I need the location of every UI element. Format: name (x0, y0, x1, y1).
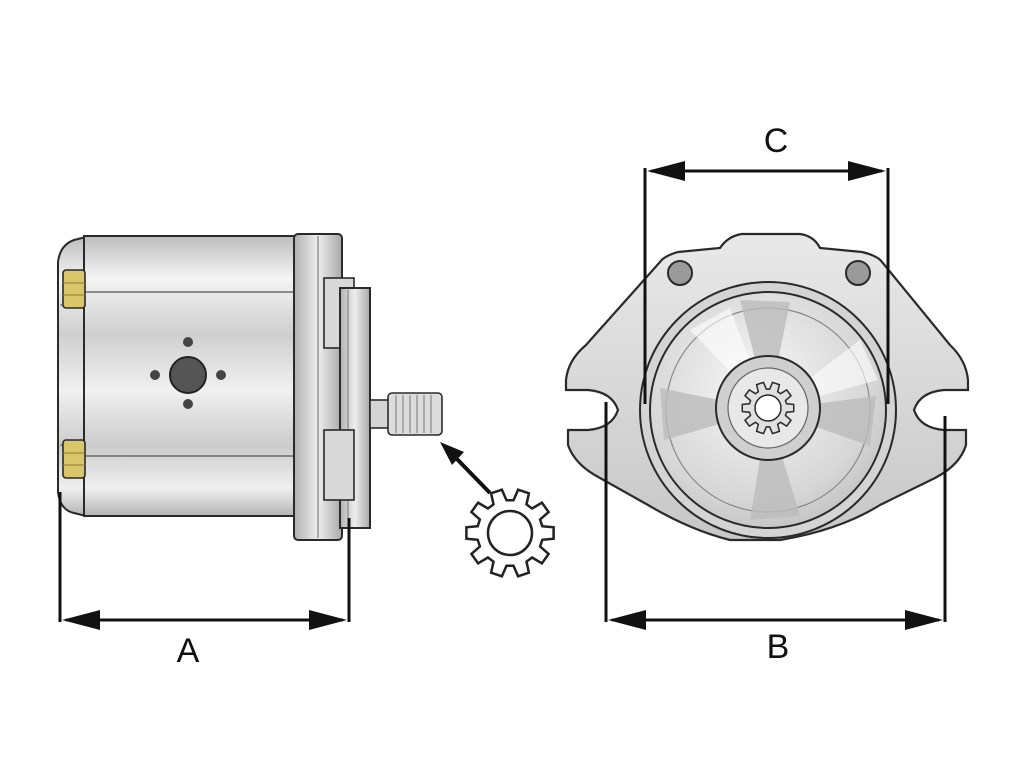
bolt-top (62, 269, 86, 309)
gear-bore (486, 509, 534, 557)
dimension-b: B (604, 402, 947, 666)
dimension-a-label: A (177, 632, 200, 670)
pump-side-view (57, 233, 443, 541)
gear-bore (754, 394, 782, 422)
dimension-b-label: B (767, 628, 790, 666)
splined-shaft-end (387, 392, 443, 436)
mount-hole-left (667, 260, 693, 286)
mount-hole-right (845, 260, 871, 286)
arrow-icon (440, 442, 492, 495)
front-spline-icon (741, 381, 795, 435)
spline-gear-icon (465, 488, 555, 578)
side-port (169, 356, 207, 394)
pump-front-view (564, 232, 970, 542)
dimension-c-label: C (764, 122, 789, 160)
dimension-a: A (58, 492, 351, 670)
dimension-c: C (643, 122, 890, 404)
bolt-bottom (62, 439, 86, 479)
